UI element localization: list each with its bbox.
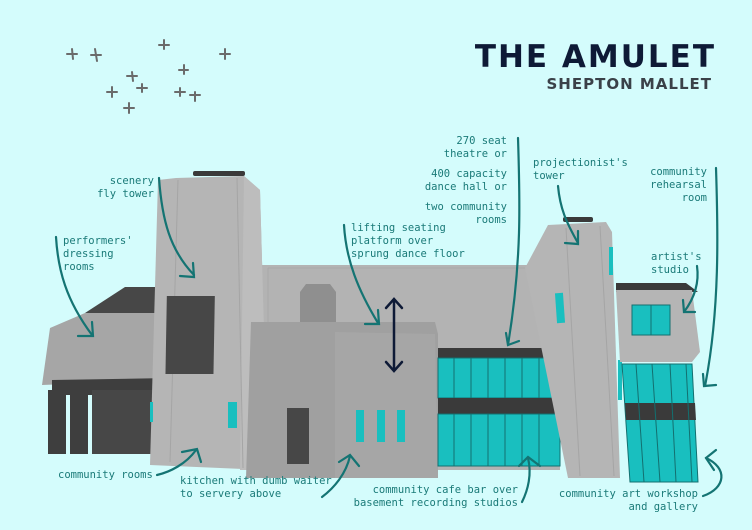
kitchen-block [246,322,438,478]
label-kitchen: kitchen with dumb waiter to servery abov… [180,475,332,500]
annotation-arrows [54,136,723,504]
label-artists-studio: artist's studio [651,251,702,276]
label-cafe-bar: community cafe bar over basement recordi… [353,484,518,509]
double-arrow-icon [384,297,404,373]
label-art-workshop: community art workshop and gallery [558,488,698,513]
art-wing [616,283,700,483]
page-subtitle: SHEPTON MALLET [546,75,712,93]
label-lifting-seating-platform: lifting seating platform over sprung dan… [351,222,465,260]
label-theatre: 270 seat theatre or [443,135,507,160]
label-community-rooms: community rooms [58,469,153,481]
cafe-bar-glazing [437,348,561,467]
label-community-rehearsal-room: community rehearsal room [650,166,707,204]
label-dance-hall: 400 capacity dance hall or [424,168,507,193]
label-performers-dressing-rooms: performers' dressing rooms [63,235,133,273]
projectionists-tower [525,217,622,478]
dressing-rooms-wing [42,287,170,454]
cupola [300,284,336,326]
label-scenery-fly-tower: scenery fly tower [97,175,154,200]
page-title: THE AMULET [474,39,716,75]
label-projectionists-tower: projectionist's tower [533,157,628,182]
label-two-community-rooms: two community rooms [424,201,507,226]
birds-icon [66,39,231,114]
